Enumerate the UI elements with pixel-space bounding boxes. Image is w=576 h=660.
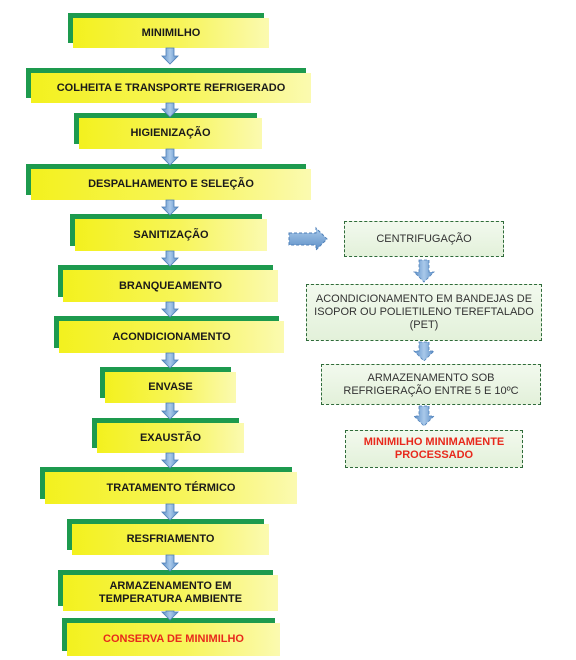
step-resfriamento: RESFRIAMENTO — [72, 524, 269, 555]
arrow-down-icon — [161, 503, 179, 521]
step-armazenamento-ambiente: ARMAZENAMENTO EM TEMPERATURA AMBIENTE — [63, 575, 278, 611]
step-branqueamento: BRANQUEAMENTO — [63, 270, 278, 302]
arrow-down-icon — [161, 352, 179, 369]
arrow-down-icon — [161, 250, 179, 267]
step-acondicionamento: ACONDICIONAMENTO — [59, 321, 284, 353]
arrow-down-icon — [161, 301, 179, 318]
step-sanitizacao: SANITIZAÇÃO — [75, 219, 267, 251]
arrow-down-icon — [161, 199, 179, 216]
branch-armazenamento-refrigeracao: ARMAZENAMENTO SOB REFRIGERAÇÃO ENTRE 5 E… — [321, 364, 541, 405]
arrow-down-icon — [413, 341, 435, 362]
arrow-down-icon — [413, 259, 435, 283]
arrow-down-icon — [161, 402, 179, 420]
step-envase: ENVASE — [105, 372, 236, 403]
branch-acondicionamento-bandejas: ACONDICIONAMENTO EM BANDEJAS DE ISOPOR O… — [306, 284, 542, 341]
arrow-down-icon — [161, 102, 179, 118]
arrow-down-icon — [161, 47, 179, 65]
branch-centrifugacao: CENTRIFUGAÇÃO — [344, 221, 504, 257]
arrow-down-icon — [161, 452, 179, 469]
step-despalhamento-selecao: DESPALHAMENTO E SELEÇÃO — [31, 169, 311, 200]
step-exaustao: EXAUSTÃO — [97, 423, 244, 453]
step-colheita-transporte: COLHEITA E TRANSPORTE REFRIGERADO — [31, 73, 311, 103]
step-conserva-minimilho: CONSERVA DE MINIMILHO — [67, 623, 280, 656]
arrow-down-icon — [413, 405, 435, 427]
step-minimilho: MINIMILHO — [73, 18, 269, 48]
step-higienizacao: HIGIENIZAÇÃO — [79, 118, 262, 149]
arrow-down-icon — [161, 554, 179, 572]
branch-minimilho-minimamente-processado: MINIMILHO MINIMAMENTE PROCESSADO — [345, 430, 523, 468]
step-tratamento-termico: TRATAMENTO TÉRMICO — [45, 472, 297, 504]
arrow-right-icon — [288, 226, 328, 252]
arrow-down-icon — [161, 610, 179, 621]
arrow-down-icon — [161, 148, 179, 166]
